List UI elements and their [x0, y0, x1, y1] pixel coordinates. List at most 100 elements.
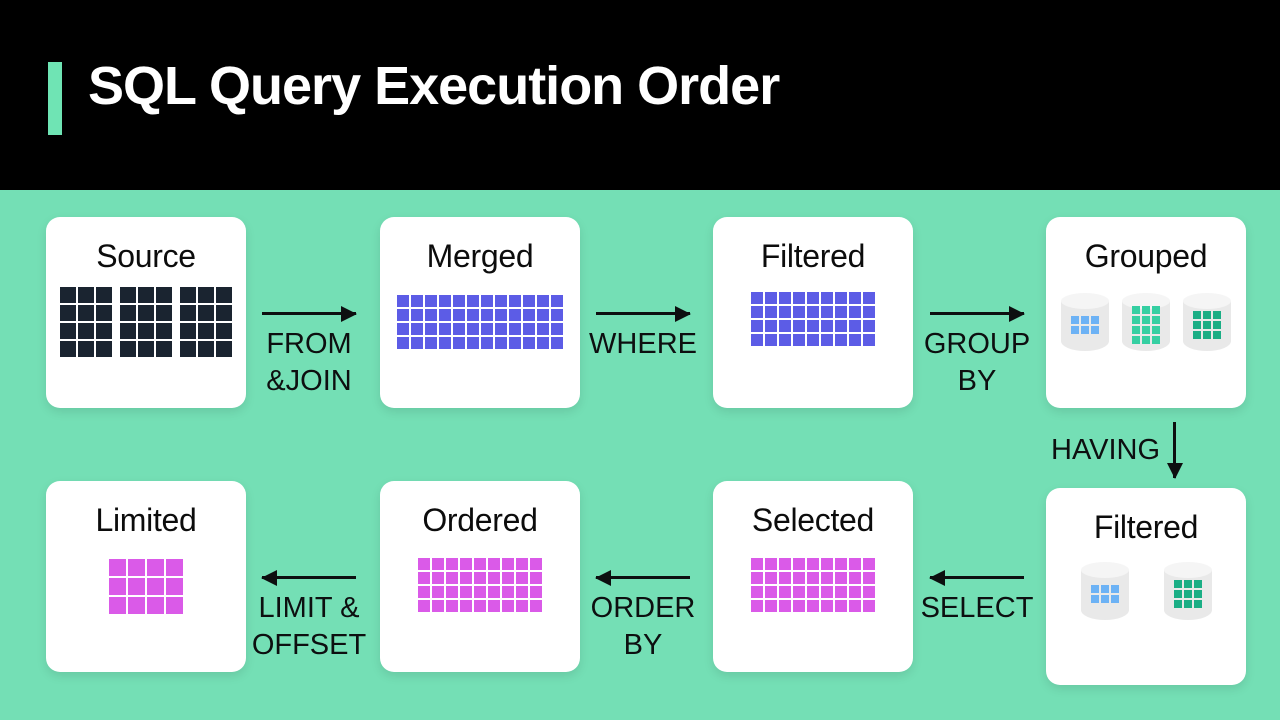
- table-cell: [835, 320, 847, 332]
- table-cell: [216, 341, 232, 357]
- table-cell: [509, 337, 521, 349]
- node-filtered-where-title: Filtered: [760, 238, 866, 274]
- database-cylinder-icon: [1061, 293, 1109, 351]
- database-cylinder-icon: [1080, 562, 1129, 620]
- cylinder-top: [1122, 293, 1170, 309]
- table-cell: [1090, 594, 1099, 603]
- table-cell: [60, 287, 76, 303]
- table-cell: [751, 320, 763, 332]
- table-cell: [138, 341, 154, 357]
- table-cell: [156, 305, 172, 321]
- table-cell: [78, 305, 94, 321]
- table-cell: [495, 309, 507, 321]
- table-cell: [446, 572, 458, 584]
- table-cell: [807, 600, 819, 612]
- table-cell: [439, 337, 451, 349]
- table-cell: [474, 572, 486, 584]
- table-cell: [474, 600, 486, 612]
- table-cell: [1071, 315, 1079, 324]
- table-cell: [411, 323, 423, 335]
- table-cell: [467, 295, 479, 307]
- table-cell: [432, 600, 444, 612]
- table-cell: [1090, 584, 1099, 593]
- cylinder-grid-icon: [1193, 310, 1221, 339]
- table-cell: [1100, 584, 1109, 593]
- node-limited: Limited: [46, 481, 246, 672]
- table-cell: [537, 337, 549, 349]
- table-cell: [488, 558, 500, 570]
- table-cell: [495, 337, 507, 349]
- table-cell: [120, 305, 136, 321]
- table-cell: [807, 572, 819, 584]
- table-cell: [502, 600, 514, 612]
- table-cell: [1081, 325, 1089, 334]
- table-cell: [156, 341, 172, 357]
- table-cell: [418, 558, 430, 570]
- table-cell: [523, 295, 535, 307]
- table-cell: [765, 334, 777, 346]
- arrow-left-icon: [596, 576, 690, 579]
- table-cell: [821, 320, 833, 332]
- table-cell: [779, 334, 791, 346]
- table-cell: [425, 309, 437, 321]
- arrow-down-icon: [1173, 422, 1177, 478]
- table-cell: [821, 600, 833, 612]
- table-cell: [411, 295, 423, 307]
- table-cell: [1193, 599, 1202, 608]
- table-cell: [216, 305, 232, 321]
- table-cell: [765, 572, 777, 584]
- table-cell: [411, 337, 423, 349]
- table-cell: [863, 558, 875, 570]
- table-cell: [765, 292, 777, 304]
- table-cell: [425, 323, 437, 335]
- table-cell: [467, 323, 479, 335]
- table-cell: [1213, 330, 1221, 339]
- table-cell: [460, 572, 472, 584]
- table-cell: [418, 572, 430, 584]
- table-cell: [509, 309, 521, 321]
- database-cylinder-icon: [1183, 293, 1231, 351]
- table-cell: [60, 305, 76, 321]
- edge-label-line: WHERE: [589, 328, 697, 360]
- table-cell: [849, 292, 861, 304]
- cylinder-grid-icon: [1132, 305, 1160, 344]
- edge-having-label: HAVING: [1051, 432, 1160, 469]
- edge-group-by-label: GROUP BY: [924, 326, 1030, 400]
- table-cell: [109, 597, 126, 614]
- table-cell: [863, 586, 875, 598]
- table-cell: [523, 337, 535, 349]
- table-cell: [446, 600, 458, 612]
- title-accent-bar: [48, 62, 62, 135]
- table-cell: [807, 320, 819, 332]
- table-cell: [1213, 310, 1221, 319]
- table-cell: [835, 600, 847, 612]
- header: SQL Query Execution Order: [0, 0, 1280, 190]
- cylinder-top: [1163, 562, 1212, 578]
- table-cell: [509, 295, 521, 307]
- table-cell: [78, 341, 94, 357]
- table-cell: [516, 572, 528, 584]
- node-grouped: Grouped: [1046, 217, 1246, 408]
- table-cell: [509, 323, 521, 335]
- cylinder-top: [1183, 293, 1231, 309]
- arrow-left-icon: [930, 576, 1024, 579]
- table-cell: [1193, 310, 1201, 319]
- table-cell: [751, 334, 763, 346]
- table-cell: [751, 306, 763, 318]
- cylinder-grid-icon: [1173, 579, 1202, 608]
- table-cell: [1193, 330, 1201, 339]
- table-cell: [128, 578, 145, 595]
- table-cell: [779, 586, 791, 598]
- table-cell: [863, 320, 875, 332]
- table-grid-icon: [751, 558, 875, 612]
- table-cell: [397, 295, 409, 307]
- node-filtered-having: Filtered: [1046, 488, 1246, 685]
- table-cell: [474, 558, 486, 570]
- table-cell: [1100, 594, 1109, 603]
- arrow-left-icon: [262, 576, 356, 579]
- database-cylinder-icon: [1163, 562, 1212, 620]
- table-cell: [516, 558, 528, 570]
- table-cell: [1213, 320, 1221, 329]
- table-cell: [418, 586, 430, 598]
- table-cell: [821, 586, 833, 598]
